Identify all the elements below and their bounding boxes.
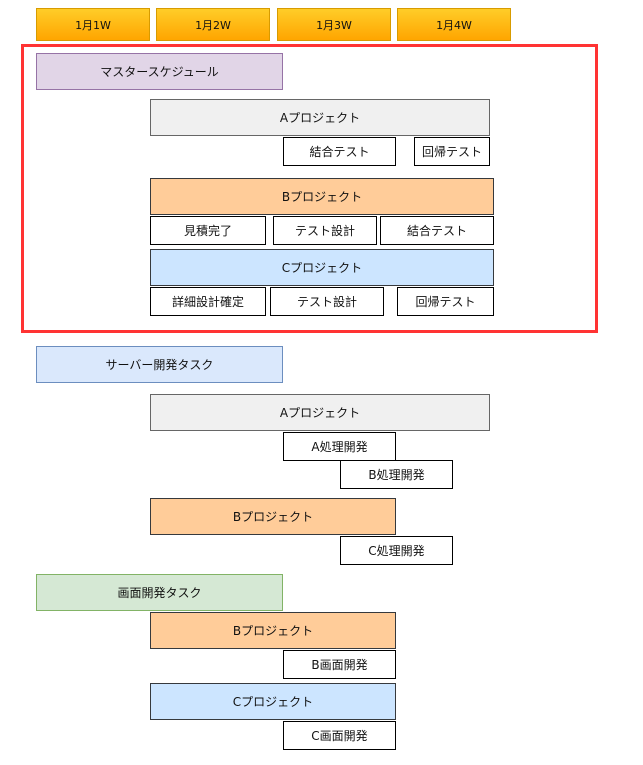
master-project-c: Cプロジェクト xyxy=(150,249,494,286)
server-a-process-dev: A処理開発 xyxy=(283,432,396,461)
master-b-integration-test: 結合テスト xyxy=(380,216,494,245)
week-2w: 1月2W xyxy=(156,8,270,41)
master-c-test-design: テスト設計 xyxy=(270,287,384,316)
master-b-test-design: テスト設計 xyxy=(273,216,377,245)
screen-project-b: Bプロジェクト xyxy=(150,612,396,649)
week-1w: 1月1W xyxy=(36,8,150,41)
master-c-detailed-design: 詳細設計確定 xyxy=(150,287,266,316)
week-4w: 1月4W xyxy=(397,8,511,41)
screen-c-screen-dev: C画面開発 xyxy=(283,721,396,750)
master-a-integration-test: 結合テスト xyxy=(283,137,396,166)
week-3w: 1月3W xyxy=(277,8,391,41)
master-schedule-highlight xyxy=(21,44,598,333)
server-project-b: Bプロジェクト xyxy=(150,498,396,535)
screen-tasks-header: 画面開発タスク xyxy=(36,574,283,611)
master-schedule-header: マスタースケジュール xyxy=(36,53,283,90)
master-a-regression-test: 回帰テスト xyxy=(414,137,490,166)
server-c-process-dev: C処理開発 xyxy=(340,536,453,565)
server-project-a: Aプロジェクト xyxy=(150,394,490,431)
screen-project-c: Cプロジェクト xyxy=(150,683,396,720)
master-project-a: Aプロジェクト xyxy=(150,99,490,136)
master-project-b: Bプロジェクト xyxy=(150,178,494,215)
master-b-estimate-done: 見積完了 xyxy=(150,216,266,245)
master-c-regression-test: 回帰テスト xyxy=(397,287,494,316)
server-b-process-dev: B処理開発 xyxy=(340,460,453,489)
server-tasks-header: サーバー開発タスク xyxy=(36,346,283,383)
screen-b-screen-dev: B画面開発 xyxy=(283,650,396,679)
